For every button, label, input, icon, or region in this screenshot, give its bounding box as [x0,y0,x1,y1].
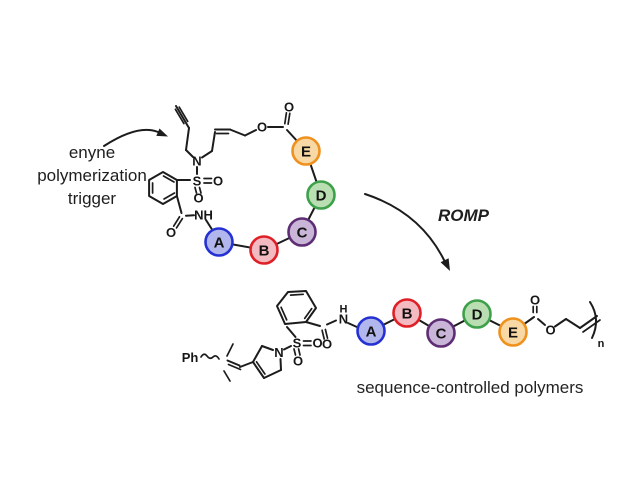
atom-label-O: O [193,191,203,206]
sulfonamide-core [176,166,213,194]
trigger-annotation-line: polymerization [37,166,147,185]
atom-label-N: N [192,154,201,169]
monomer-circle-D-polymer [462,299,492,329]
monomer-letter-D: D [472,306,483,323]
monomer-circle-A-macrocycle [204,227,234,257]
polymer-structure: A B C D E Ph N S O O O H N O O n [182,290,605,382]
repeat-subscript-n: n [598,338,605,350]
monomer-letter-B: B [402,305,413,322]
atom-label-N: N [339,312,348,327]
monomer-circle-E-macrocycle [291,136,321,166]
trigger-annotation-line: trigger [67,189,117,208]
monomer-circle-C-macrocycle [287,217,317,247]
monomer-letter-E: E [508,324,518,341]
atom-label-O: O [530,293,540,308]
atom-label-N: N [274,345,283,360]
monomer-letter-B: B [259,242,270,259]
monomer-letter-C: C [436,325,447,342]
ester-end-group [532,301,601,339]
reaction-label: ROMP [438,206,489,225]
monomer-circle-D-macrocycle [306,180,336,210]
atom-label-Ph: Ph [182,350,199,365]
atom-label-O: O [284,100,294,115]
trigger-annotation-line: enyne [68,143,116,162]
monomer-circle-B-polymer [392,298,422,328]
monomer-circle-A-polymer [356,316,386,346]
amide-link-polymer [305,319,359,340]
atom-label-S: S [293,336,302,351]
monomer-letter-C: C [297,224,308,241]
alkyne-group [174,105,194,158]
atom-label-H: H [340,304,348,316]
monomer-letter-A: A [366,323,377,340]
macrocycle-structure: A B C D E N S O O NH O O O [148,100,336,265]
sulfonyl-group [283,326,312,356]
atom-label-O: O [545,323,555,338]
monomer-letter-A: A [214,234,225,251]
monomer-circle-C-polymer [426,318,456,348]
monomer-circle-E-polymer [498,317,528,347]
pyrroline-ring [252,345,282,379]
atom-label-O: O [312,336,322,351]
benzene-ring-polymer [276,290,317,325]
atom-label-O: O [293,354,303,369]
trigger-arrow [103,128,168,147]
monomer-letter-E: E [301,143,311,160]
atom-label-O: O [213,174,223,189]
butenylene-ester-arm [201,112,299,159]
atom-label-O: O [257,120,267,135]
chain-end-group [200,343,254,382]
atom-label-O: O [322,337,332,352]
atom-label-S: S [193,174,202,189]
romp-arrow [364,193,450,271]
monomer-letter-D: D [316,187,327,204]
product-caption: sequence-controlled polymers [356,378,584,397]
atom-label-O: O [166,225,176,240]
atom-label-NH: NH [194,208,213,223]
monomer-circle-B-macrocycle [249,235,279,265]
trigger-annotation: enyne polymerization trigger [10,141,174,210]
